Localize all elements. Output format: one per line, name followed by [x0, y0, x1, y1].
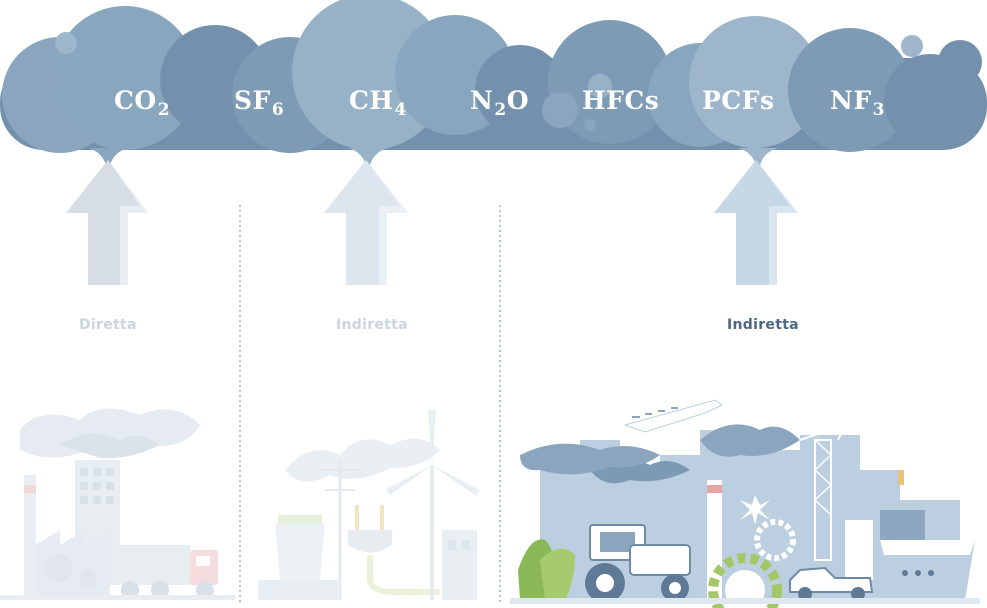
gas-label-sf6: SF6 [234, 86, 285, 120]
category-label-direct: Diretta [79, 317, 137, 333]
car-icon [789, 566, 874, 601]
tractor-icon [518, 524, 691, 603]
up-arrow-icon [324, 160, 408, 285]
gas-label-pcfs: PCFs [702, 86, 775, 115]
gas-label-hfcs: HFCs [582, 86, 660, 115]
airplane-icon [520, 399, 723, 475]
category-label-indirect-other: Indiretta [727, 317, 799, 333]
wind-turbine-icon [386, 410, 480, 600]
category-label-indirect-energy: Indiretta [336, 317, 408, 333]
plug-icon [348, 505, 440, 595]
gas-label-nf3: NF3 [830, 86, 885, 120]
up-arrow-icon [714, 160, 798, 285]
ship-icon [880, 540, 975, 600]
up-arrow-icon [66, 160, 148, 285]
gas-cloud-band [0, 0, 987, 165]
power-plant-icon [258, 438, 440, 600]
gas-label-n2o: N2O [470, 86, 529, 120]
gas-label-ch4: CH4 [349, 86, 407, 120]
factory-icon [0, 408, 235, 600]
gas-label-co2: CO2 [114, 86, 171, 120]
